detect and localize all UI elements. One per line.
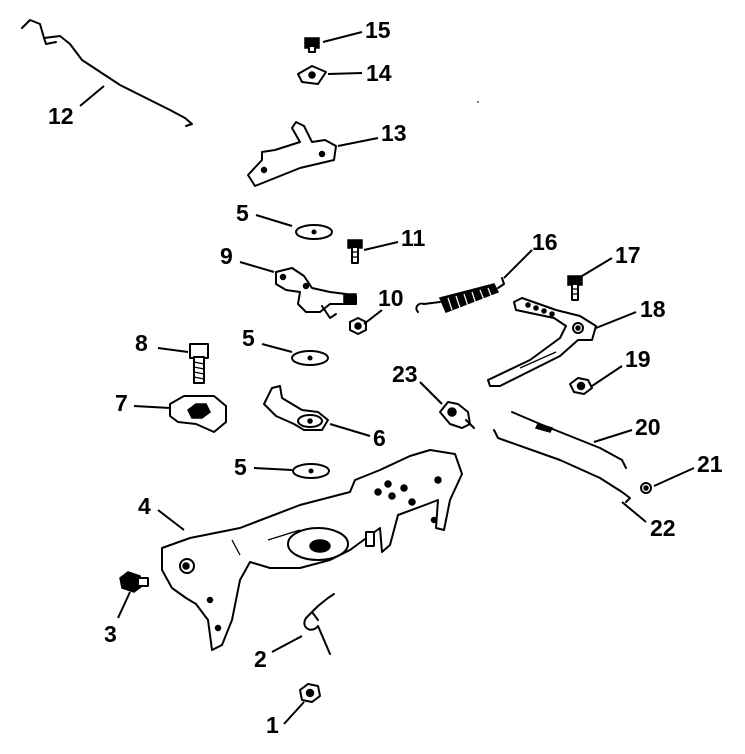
callout-23: 23 [392,361,418,387]
leader-8 [157,347,189,353]
leader-16 [503,249,533,279]
callout-21: 21 [697,451,723,477]
part-8-bolt [189,343,209,384]
callout-6: 6 [373,425,386,451]
leader-10 [363,309,383,325]
part-5-washer-top [295,224,333,240]
callout-10: 10 [378,285,404,311]
leader-1 [283,701,305,725]
part-21-nut [640,482,652,494]
callout-13: 13 [381,120,407,146]
part-17-screw [567,275,583,301]
leader-6 [329,423,371,437]
leader-21 [653,467,695,487]
callout-15: 15 [365,17,391,43]
leader-17 [581,257,613,277]
callout-labels: 15 14 13 12 11 10 9 8 7 6 5 5 5 4 3 2 1 … [48,17,723,738]
callout-20: 20 [635,414,661,440]
part-22-throttle-link [493,429,631,503]
callout-5-middle: 5 [242,325,255,351]
part-11-screw [347,239,363,264]
part-10-nut [349,317,367,335]
callout-7: 7 [115,390,128,416]
leader-19 [591,365,623,387]
callout-2: 2 [254,646,267,672]
leader-7 [133,405,171,409]
callout-5-top: 5 [236,200,249,226]
part-5-washer-bottom [292,463,330,479]
callout-1: 1 [266,712,279,738]
leader-5c [253,467,293,471]
callout-11: 11 [401,225,426,251]
part-2-spring [303,593,335,655]
leader-2 [271,635,303,653]
leader-11 [363,241,399,251]
leader-3 [117,591,131,619]
callout-4: 4 [138,493,151,519]
leader-14 [327,72,363,75]
part-5-washer-middle [291,350,329,366]
part-18-throttle-lever [487,297,597,387]
callout-22: 22 [650,515,676,541]
part-15-screw [304,37,320,53]
callout-9: 9 [220,243,233,269]
leader-12 [79,85,105,107]
leader-4 [157,509,185,531]
callout-8: 8 [135,330,148,356]
part-3-screw [119,571,149,593]
part-19-nut [569,377,593,395]
leader-5a [255,214,293,227]
callout-3: 3 [104,621,117,647]
callout-18: 18 [640,296,666,322]
callout-5-bottom: 5 [234,454,247,480]
part-20-choke-link [511,411,627,469]
callout-17: 17 [615,242,641,268]
stray-dot [477,101,479,103]
leader-18 [595,311,637,329]
part-4-control-bracket [161,449,463,651]
part-6-lever-plate [263,385,329,431]
part-14-washer [297,65,327,85]
leader-22 [621,501,647,523]
callout-12: 12 [48,103,74,129]
part-7-clamp [169,395,227,433]
leader-15 [322,31,363,43]
callout-16: 16 [532,229,558,255]
leader-23 [419,381,443,405]
leader-20 [593,429,633,443]
leader-lines [79,31,695,725]
part-12-link-rod [21,19,193,127]
part-16-spring [415,277,505,313]
leader-13 [337,137,379,147]
part-9-lever [275,267,357,319]
leader-5b [261,343,293,353]
part-23-clip [439,401,475,429]
part-1-nut [299,683,321,703]
part-13-bracket [247,121,337,187]
callout-14: 14 [366,60,392,86]
leader-9 [239,261,275,273]
callout-19: 19 [625,346,651,372]
